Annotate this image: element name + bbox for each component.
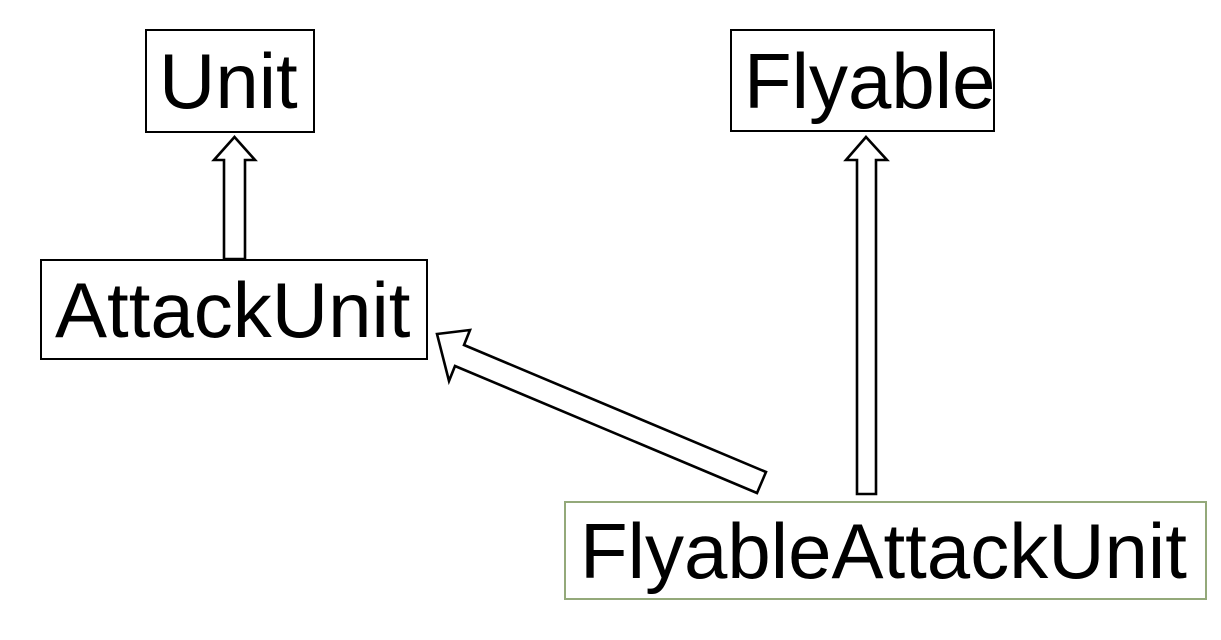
edge-flyableattackunit-to-attackunit (435, 328, 768, 495)
edge-attackunit-to-unit (211, 135, 258, 261)
class-node-flyable[interactable]: Flyable (730, 29, 995, 132)
class-node-flyableattackunit[interactable]: FlyableAttackUnit (564, 501, 1207, 600)
class-node-unit[interactable]: Unit (145, 29, 315, 133)
edge-flyableattackunit-to-flyable (843, 135, 890, 496)
class-node-flyable-label: Flyable (744, 36, 996, 125)
class-node-attackunit[interactable]: AttackUnit (40, 259, 428, 360)
class-node-flyableattackunit-label: FlyableAttackUnit (580, 506, 1187, 595)
class-node-attackunit-label: AttackUnit (55, 265, 411, 354)
class-node-unit-label: Unit (159, 37, 298, 125)
